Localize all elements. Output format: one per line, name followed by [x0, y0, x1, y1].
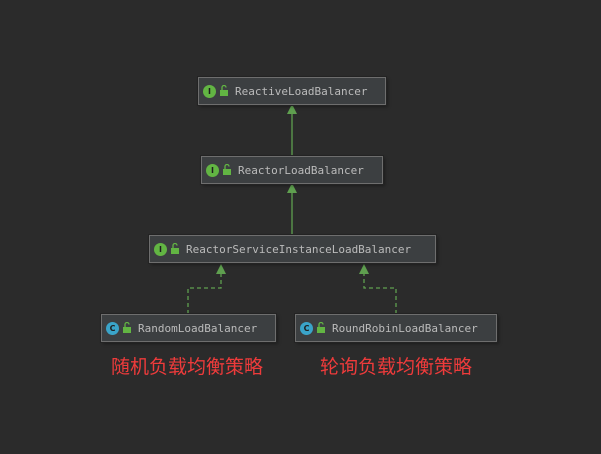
edge-random-implements-service [187, 264, 226, 314]
node-label: RandomLoadBalancer [138, 321, 258, 335]
node-label: ReactorLoadBalancer [238, 163, 364, 177]
node-reactor-load-balancer[interactable]: I ReactorLoadBalancer [201, 156, 383, 184]
interface-icon: I [154, 242, 167, 256]
node-round-robin-load-balancer[interactable]: C RoundRobinLoadBalancer [295, 314, 497, 342]
unlocked-icon [171, 243, 179, 254]
node-reactive-load-balancer[interactable]: I ReactiveLoadBalancer [198, 77, 386, 105]
node-label: ReactorServiceInstanceLoadBalancer [186, 242, 412, 256]
edge-reactor-extends-reactive [287, 104, 297, 156]
unlocked-icon [317, 322, 325, 333]
interface-icon: I [206, 163, 219, 177]
node-label: ReactiveLoadBalancer [235, 84, 368, 98]
unlocked-icon [123, 322, 131, 333]
unlocked-icon [220, 85, 228, 96]
node-label: RoundRobinLoadBalancer [332, 321, 478, 335]
interface-icon: I [203, 84, 216, 98]
node-random-load-balancer[interactable]: C RandomLoadBalancer [101, 314, 276, 342]
node-reactor-service-instance-load-balancer[interactable]: I ReactorServiceInstanceLoadBalancer [149, 235, 436, 263]
class-icon: C [300, 321, 313, 335]
edge-roundrobin-implements-service [359, 264, 397, 314]
annotation-round-robin-strategy: 轮询负载均衡策略 [320, 356, 473, 378]
unlocked-icon [223, 164, 231, 175]
edge-service-extends-reactor [287, 183, 297, 235]
class-icon: C [106, 321, 119, 335]
annotation-random-strategy: 随机负载均衡策略 [111, 356, 264, 378]
